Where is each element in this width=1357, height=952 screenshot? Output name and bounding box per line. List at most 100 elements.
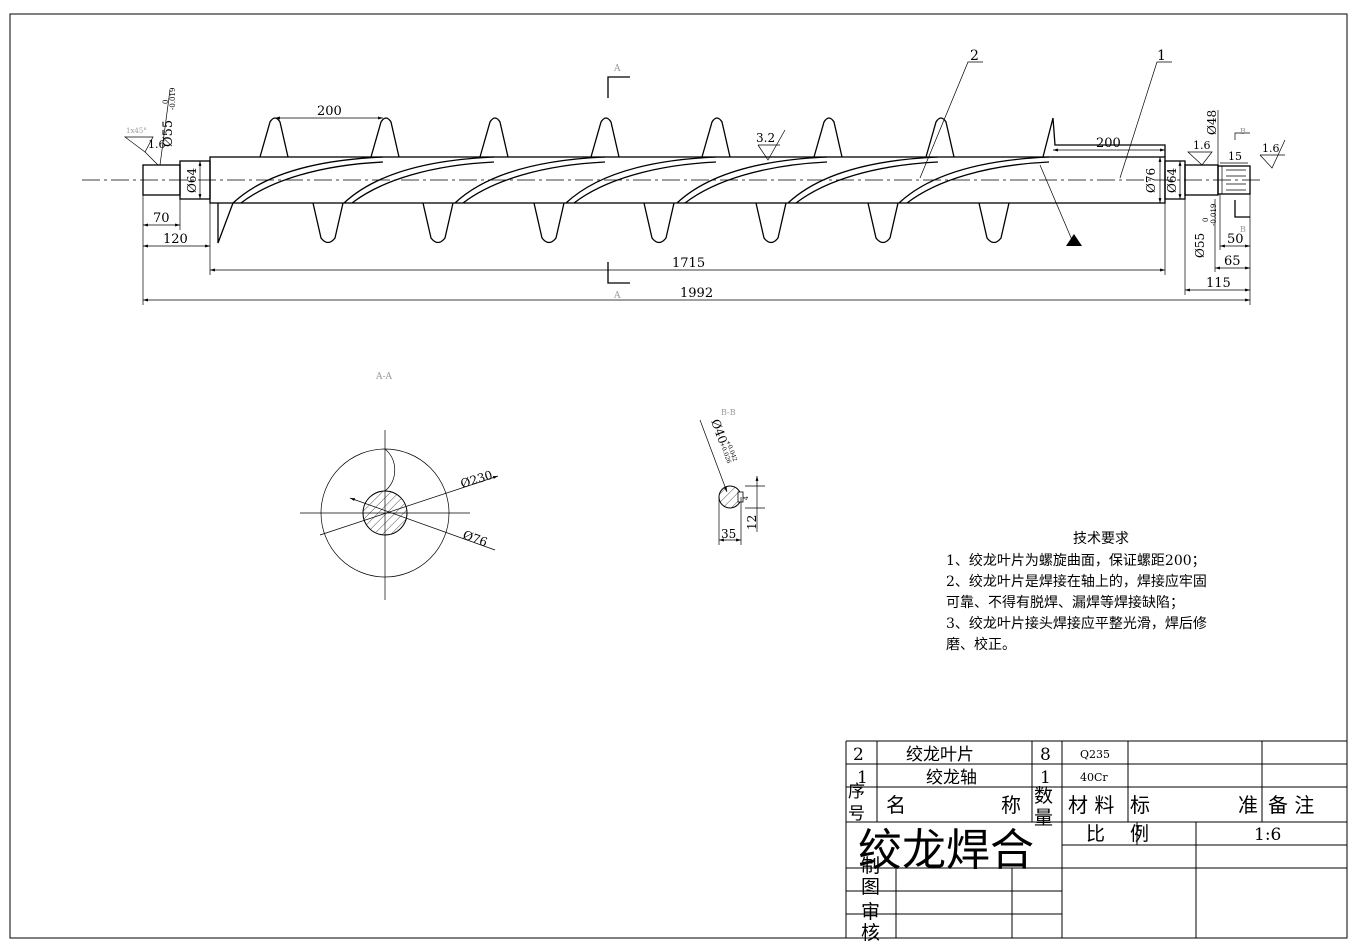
- svg-text:-0.019: -0.019: [1210, 204, 1218, 226]
- title-block: 2 绞龙叶片 8 Q235 1 绞龙轴 1 40Cr 序号 名 称 数量 材 料…: [845, 740, 1347, 944]
- dim-1715: 1715: [672, 256, 705, 271]
- scale-value: 1:6: [1254, 825, 1281, 845]
- flight-segment: [978, 202, 1010, 244]
- sheet-border: [9, 13, 1348, 939]
- flight-segment: [454, 156, 606, 204]
- svg-text:称: 称: [1001, 793, 1021, 817]
- dim-dia-64-right: Ø64: [1165, 168, 1179, 193]
- flight-segment: [343, 156, 495, 204]
- flight-segment: [898, 156, 1050, 204]
- dim-35: 35: [721, 527, 736, 541]
- flight-segment: [479, 117, 509, 158]
- section-b-b-title: B-B: [721, 408, 736, 417]
- flight-segment: [867, 202, 899, 244]
- bom-header-remark: 备 注: [1268, 793, 1314, 817]
- svg-text:0: 0: [1202, 218, 1210, 222]
- dim-dia-230: Ø230: [459, 468, 494, 491]
- dim-journal-left: Ø55: [161, 120, 176, 147]
- section-mark-a-top: [607, 76, 630, 98]
- bom-header-no: 序号: [848, 782, 865, 824]
- flight-segment: [590, 117, 620, 158]
- svg-text:200: 200: [317, 104, 342, 119]
- flight-segment: [240, 161, 384, 204]
- svg-text:A: A: [613, 64, 621, 74]
- bom-row-no: 2: [853, 745, 864, 765]
- flight-segment: [684, 161, 828, 204]
- section-mark-a-bottom: [607, 262, 630, 284]
- bom-row-name: 绞龙轴: [926, 768, 977, 788]
- section-b-b: B-B Ø40 +0.042 +0.026 35 12 4: [699, 408, 765, 545]
- dim-115: 115: [1206, 276, 1231, 291]
- svg-text:0: 0: [162, 100, 170, 104]
- dim-4: 4: [743, 496, 750, 500]
- bom-header-material: 材 料: [1068, 793, 1114, 817]
- bom-row-no: 1: [857, 768, 868, 788]
- roughness-symbol-left: [123, 136, 154, 153]
- chamfer-note: 1x45°: [126, 127, 147, 135]
- svg-text:3.2: 3.2: [756, 131, 775, 145]
- keyway: [737, 491, 744, 503]
- dim-1992: 1992: [680, 286, 713, 301]
- svg-text:1.6: 1.6: [1193, 139, 1211, 152]
- flight-segment: [312, 202, 344, 244]
- svg-text:B: B: [1240, 127, 1246, 136]
- dim-15: 15: [1228, 150, 1242, 163]
- dim-journal-right: Ø55: [1193, 233, 1207, 258]
- flight-segment: [643, 202, 675, 244]
- roughness-symbol-mid: [757, 129, 786, 161]
- bom-header-standard: 标: [1130, 793, 1150, 817]
- svg-text:-0.019: -0.019: [169, 88, 177, 110]
- drawing-title: 绞龙焊合: [858, 825, 1034, 876]
- flight-segment: [370, 117, 400, 158]
- section-mark-b-bottom: [1234, 200, 1250, 218]
- flight-segment: [351, 161, 495, 204]
- bom-row-name: 绞龙叶片: [906, 745, 974, 765]
- main-view: 2 1 A A B B 200 200 Ø64 Ø76 Ø64 Ø55 0 -0…: [82, 48, 1286, 305]
- flight-segment: [906, 161, 1050, 204]
- weld-symbol: [1066, 234, 1082, 246]
- balloon-2: 2: [970, 48, 979, 64]
- section-a-a: A-A Ø230 Ø76: [300, 372, 499, 600]
- flight-segment: [533, 202, 565, 244]
- role-drafter: 制图: [861, 855, 880, 898]
- technical-requirements: 技术要求 1、绞龙叶片为螺旋曲面，保证螺距200； 2、绞龙叶片是焊接在轴上的，…: [946, 531, 1207, 653]
- flight-segment: [787, 156, 939, 204]
- dim-70: 70: [153, 211, 170, 226]
- flight-segment: [573, 161, 717, 204]
- helical-flights: [232, 117, 1050, 244]
- role-reviewer: 审核: [861, 901, 880, 944]
- roughness-symbol-right-b: [1259, 139, 1286, 169]
- section-a-a-title: A-A: [375, 372, 393, 382]
- flight-segment: [462, 161, 606, 204]
- bom-row-qty: 8: [1040, 745, 1051, 765]
- dim-120: 120: [163, 232, 188, 247]
- svg-text:1.6: 1.6: [1262, 142, 1280, 155]
- flight-tail: [1042, 117, 1166, 158]
- dim-65: 65: [1224, 254, 1241, 269]
- bom-row-qty: 1: [1040, 768, 1051, 788]
- section-mark-b-top: [1234, 132, 1250, 140]
- tech-req-line: 1、绞龙叶片为螺旋曲面，保证螺距200；: [946, 552, 1206, 569]
- balloon-leader-2: [919, 61, 983, 179]
- roughness-symbol-right-a: [1187, 151, 1213, 166]
- svg-text:200: 200: [1096, 136, 1121, 151]
- svg-text:A: A: [613, 291, 621, 301]
- flight-start: [217, 202, 234, 244]
- flight-segment: [259, 117, 289, 158]
- dim-50: 50: [1227, 232, 1244, 247]
- dim-dia-48: Ø48: [1205, 110, 1219, 135]
- svg-text:1.6: 1.6: [148, 138, 166, 151]
- balloon-leader-1: [1119, 61, 1172, 179]
- tech-req-line: 可靠、不得有脱焊、漏焊等焊接缺陷；: [946, 594, 1184, 611]
- tech-req-line: 2、绞龙叶片是焊接在轴上的，焊接应牢固: [946, 573, 1207, 590]
- dim-12: 12: [745, 515, 759, 530]
- flight-segment: [232, 156, 384, 204]
- tech-req-line: 磨、校正。: [946, 636, 1016, 653]
- flight-segment: [795, 161, 939, 204]
- right-shaft-end: [1217, 165, 1251, 195]
- flight-segment: [925, 117, 955, 158]
- flight-segment: [813, 117, 843, 158]
- bom-row-material: 40Cr: [1080, 771, 1108, 784]
